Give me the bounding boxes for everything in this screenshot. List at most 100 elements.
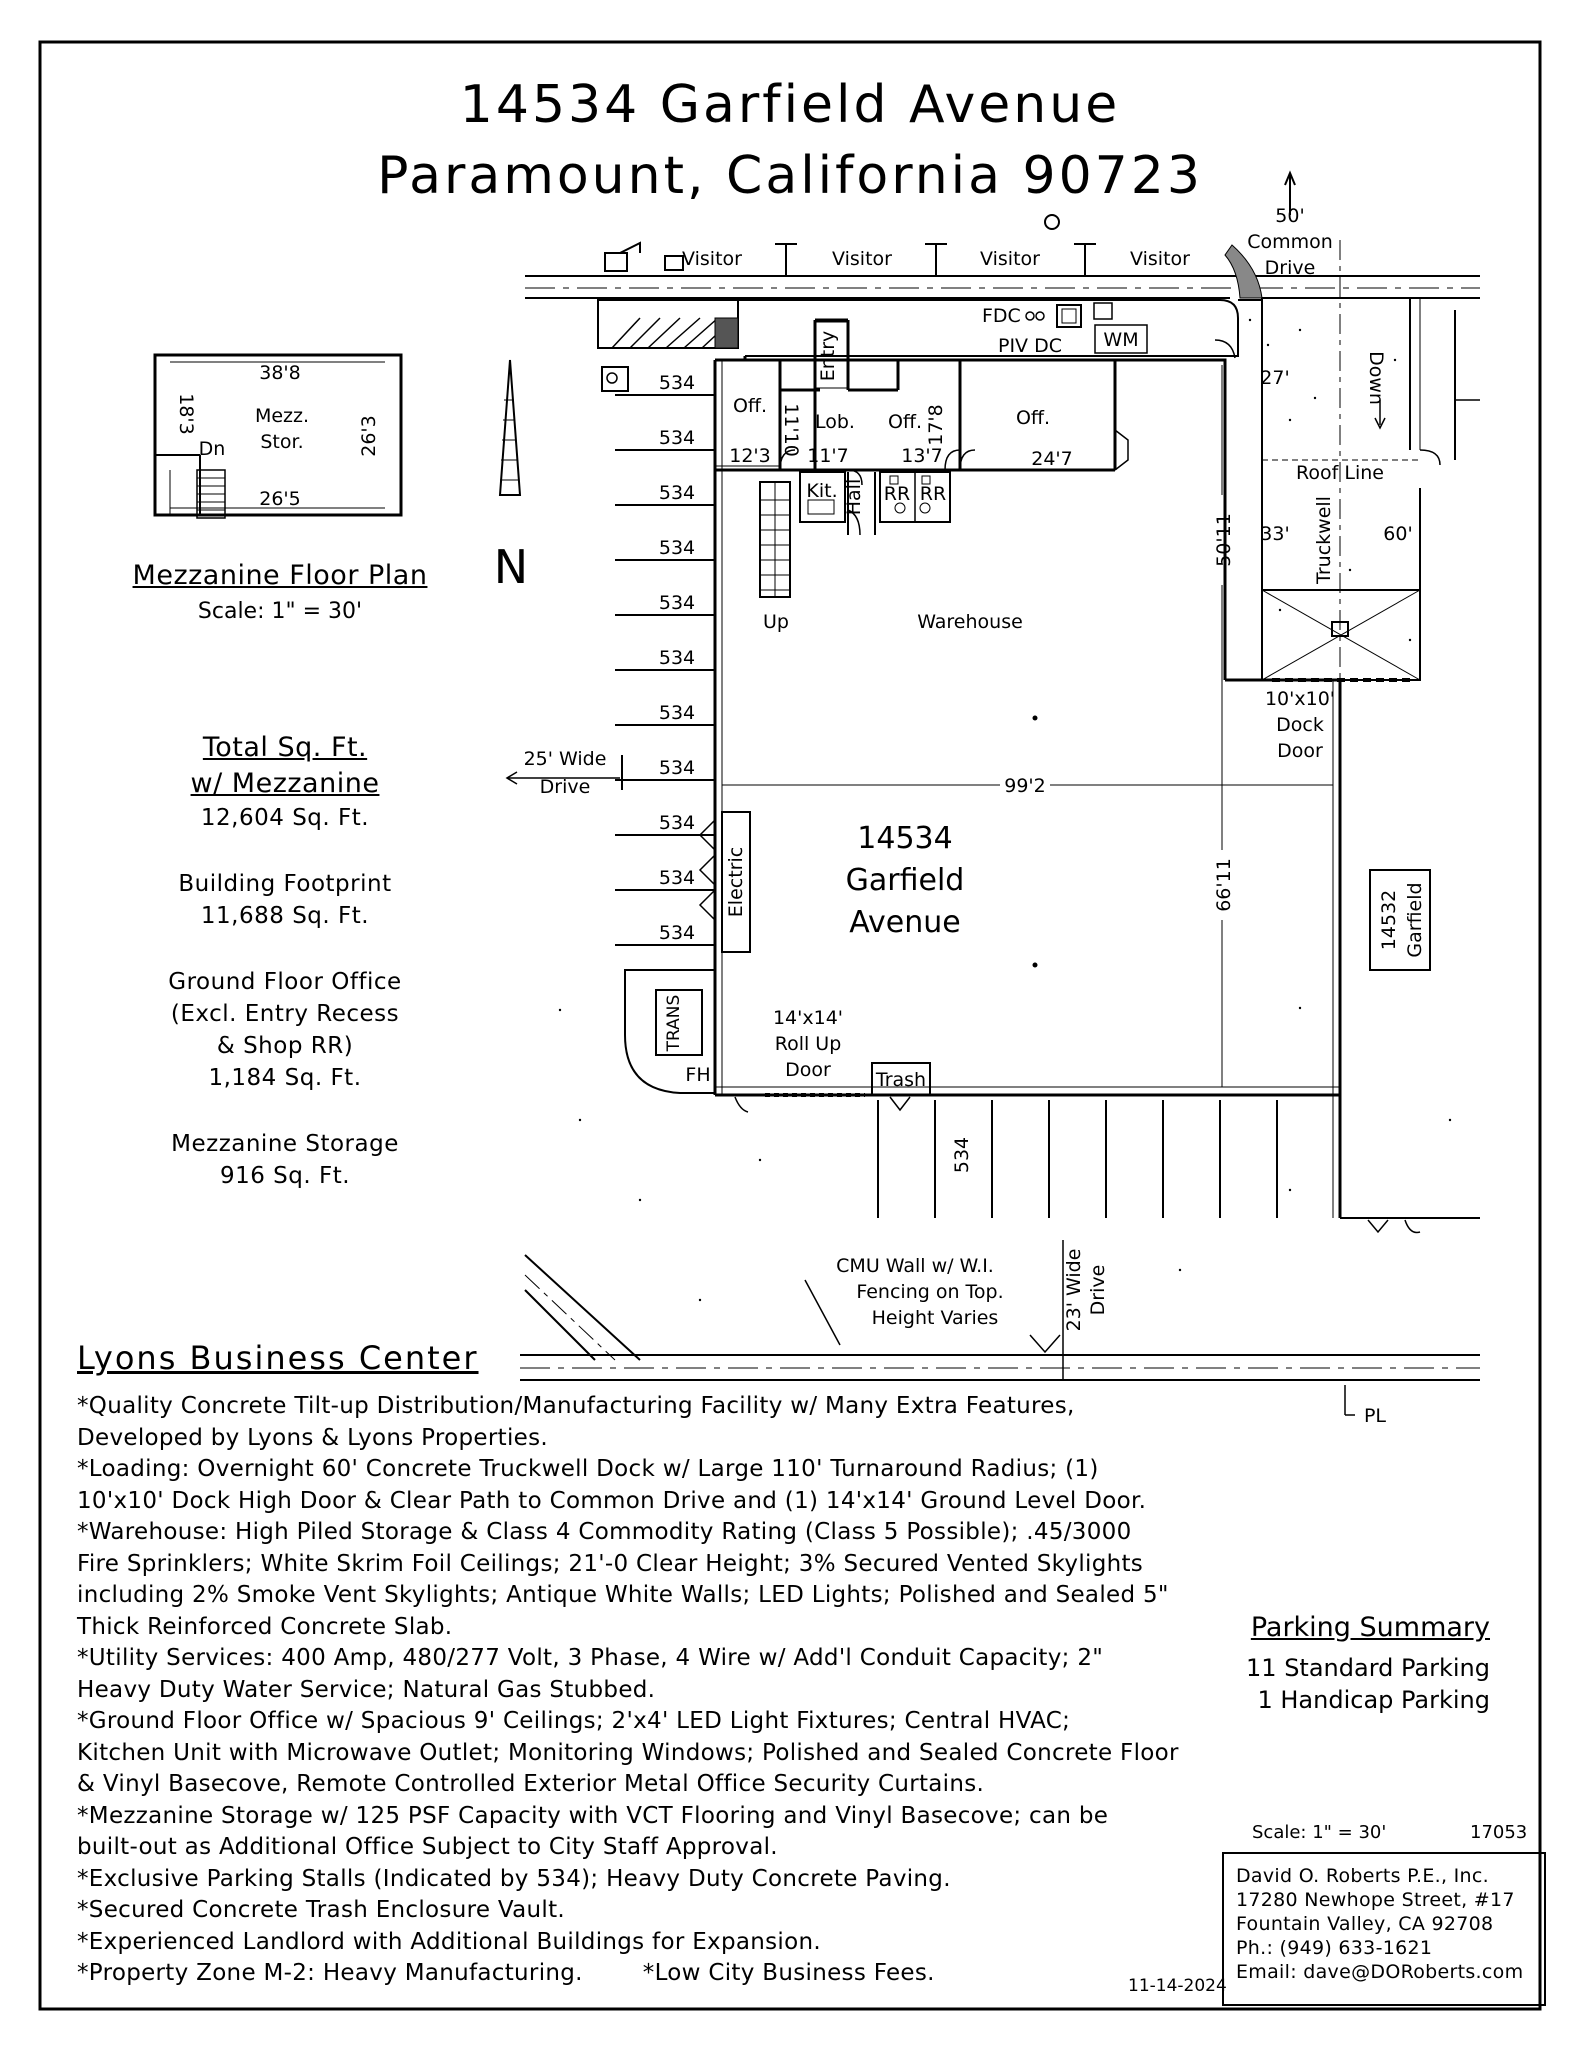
dim-12-3: 12'3	[729, 445, 771, 467]
dim-24-7: 24'7	[1031, 448, 1073, 470]
office-1-label: Off.	[733, 395, 767, 417]
total-sqft-value: 12,604 Sq. Ft.	[200, 805, 370, 831]
mezz-dim-left: 18'3	[175, 393, 197, 435]
office-label-3: & Shop RR)	[216, 1033, 354, 1059]
mezz-dim-bottom: 26'5	[259, 488, 301, 510]
visitor-stall-2: Visitor	[832, 248, 892, 270]
tb-email: Email: dave@DORoberts.com	[1236, 1961, 1524, 1983]
rollup-size: 14'x14'	[773, 1007, 843, 1029]
tb-city: Fountain Valley, CA 92708	[1236, 1913, 1494, 1935]
building-street-2: Avenue	[849, 905, 960, 940]
feature-line: & Vinyl Basecove, Remote Controlled Exte…	[77, 1771, 985, 1797]
dock-size: 10'x10'	[1265, 688, 1335, 710]
stall-w9: 534	[659, 812, 695, 834]
feature-line: Kitchen Unit with Microwave Outlet; Moni…	[77, 1739, 1179, 1766]
office-value: 1,184 Sq. Ft.	[208, 1065, 362, 1091]
property-line-label: PL	[1364, 1405, 1386, 1427]
drive-25-label-2: Drive	[540, 776, 591, 798]
dim-33: 33'	[1260, 523, 1289, 545]
common-drive-label-2: Drive	[1265, 257, 1316, 279]
dim-60: 60'	[1383, 523, 1412, 545]
parking-summary: Parking Summary 11 Standard Parking 1 Ha…	[1200, 1612, 1490, 1716]
drive-25-label-1: 25' Wide	[524, 748, 607, 770]
roof-line-label: Roof Line	[1296, 462, 1384, 484]
site-plan: Visitor Visitor Visitor Visitor 50' Comm…	[505, 170, 1480, 1427]
electric-label: Electric	[725, 847, 747, 917]
mezzanine-title: Mezzanine Floor Plan	[132, 560, 428, 591]
kitchen-label: Kit.	[806, 480, 837, 502]
common-drive-label-1: Common	[1247, 231, 1333, 253]
feature-line: Fire Sprinklers; White Skrim Foil Ceilin…	[77, 1550, 1144, 1577]
cmu-wall-label-3: Height Varies	[872, 1307, 999, 1329]
total-sqft-heading-1: Total Sq. Ft.	[202, 732, 368, 763]
dim-99-2: 99'2	[1004, 775, 1046, 797]
truckwell-label: Truckwell	[1313, 496, 1335, 585]
down-label: Down	[1365, 351, 1387, 405]
trash-enclosure-label: Trash	[875, 1069, 926, 1091]
mezz-dim-top: 38'8	[259, 362, 301, 384]
stall-w1: 534	[659, 372, 695, 394]
mezz-storage-label: Mezzanine Storage	[171, 1131, 399, 1157]
common-drive-dim: 50'	[1275, 205, 1304, 227]
dock-door-label: Door	[1277, 740, 1323, 762]
dim-27: 27'	[1260, 367, 1289, 389]
office-2-label: Off.	[888, 411, 922, 433]
total-sqft-heading-2: w/ Mezzanine	[190, 768, 380, 799]
features-list: *Quality Concrete Tilt-up Distribution/M…	[77, 1391, 1197, 1990]
tb-scale: Scale: 1" = 30'	[1252, 1822, 1387, 1843]
hall-label: Hall	[843, 479, 865, 516]
restroom-1-label: RR	[884, 483, 910, 505]
dim-11-10: 11'10	[780, 403, 802, 457]
mezz-dim-right: 26'3	[358, 415, 380, 457]
feature-line: *Exclusive Parking Stalls (Indicated by …	[77, 1865, 951, 1892]
feature-line: *Loading: Overnight 60' Concrete Truckwe…	[77, 1456, 1099, 1482]
drive-23-label-1: 23' Wide	[1063, 1249, 1085, 1332]
rollup-door-label: Door	[785, 1059, 831, 1081]
transformer-label: TRANS	[664, 995, 684, 1053]
stall-s1: 534	[951, 1137, 973, 1173]
warehouse-label: Warehouse	[917, 611, 1023, 633]
north-arrow: N	[494, 359, 528, 594]
visitor-stall-4: Visitor	[1130, 248, 1190, 270]
mezz-stair-label: Dn	[199, 438, 226, 460]
stair-up-label: Up	[763, 611, 789, 633]
stall-w7: 534	[659, 702, 695, 724]
parking-summary-heading: Parking Summary	[1250, 1612, 1490, 1643]
feature-line: Heavy Duty Water Service; Natural Gas St…	[77, 1676, 656, 1703]
stall-w3: 534	[659, 482, 695, 504]
sheet-border	[38, 40, 1542, 2011]
feature-line: 10'x10' Dock High Door & Clear Path to C…	[77, 1487, 1147, 1514]
stall-w5: 534	[659, 592, 695, 614]
footprint-value: 11,688 Sq. Ft.	[200, 903, 370, 929]
cmu-wall-label-1: CMU Wall w/ W.I.	[836, 1255, 994, 1277]
neighbor-street: Garfield	[1404, 882, 1426, 957]
dim-17-8: 17'8	[925, 404, 947, 446]
fire-hydrant-label: FH	[685, 1064, 710, 1086]
tb-date: 11-14-2024	[1128, 1976, 1227, 1996]
visitor-stall-3: Visitor	[980, 248, 1040, 270]
tb-phone: Ph.: (949) 633-1621	[1236, 1937, 1433, 1959]
entry-label: Entry	[817, 331, 839, 382]
dim-13-7: 13'7	[901, 445, 943, 467]
restroom-2-label: RR	[920, 483, 946, 505]
piv-dc-label: PIV DC	[998, 335, 1062, 357]
feature-line: *Experienced Landlord with Additional Bu…	[77, 1928, 821, 1955]
zone-note: *Property Zone M-2: Heavy Manufacturing.	[77, 1960, 583, 1986]
dim-66-11: 66'11	[1213, 858, 1235, 912]
fdc-label: FDC	[982, 305, 1021, 327]
dim-11-7: 11'7	[807, 445, 849, 467]
south-parking-stalls: 534	[877, 1100, 1278, 1218]
tb-street: 17280 Newhope Street, #17	[1236, 1889, 1515, 1911]
feature-line: *Secured Concrete Trash Enclosure Vault.	[77, 1897, 566, 1923]
visitor-stall-1: Visitor	[682, 248, 742, 270]
stall-w4: 534	[659, 537, 695, 559]
feature-line: Developed by Lyons & Lyons Properties.	[77, 1424, 548, 1451]
feature-line: Thick Reinforced Concrete Slab.	[77, 1613, 453, 1640]
fees-note: *Low City Business Fees.	[642, 1960, 935, 1986]
marker-circle	[1044, 214, 1060, 230]
mezz-room-line1: Mezz.	[255, 405, 309, 427]
drive-23-label-2: Drive	[1087, 1265, 1109, 1316]
mezzanine-title-block: Mezzanine Floor Plan Scale: 1" = 30'	[110, 560, 450, 624]
mezz-storage-value: 916 Sq. Ft.	[219, 1163, 351, 1189]
